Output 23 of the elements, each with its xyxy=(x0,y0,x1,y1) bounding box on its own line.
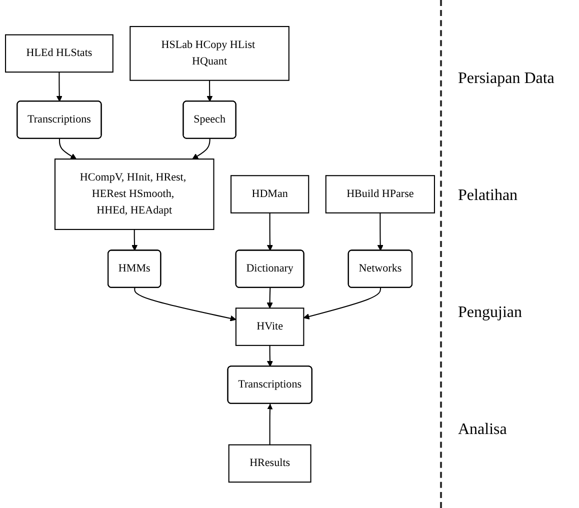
phase-label: Pelatihan xyxy=(457,186,519,204)
arrow xyxy=(134,287,236,322)
arrow xyxy=(377,212,384,250)
node-box: HDMan xyxy=(230,174,310,214)
arrow xyxy=(267,403,273,445)
arrow xyxy=(206,80,213,102)
arrow xyxy=(266,345,274,366)
arrow xyxy=(56,72,62,102)
arrow xyxy=(58,138,77,160)
node-box: HSLab HCopy HList HQuant xyxy=(130,26,290,81)
arrow xyxy=(303,287,382,320)
node-box: HBuild HParse xyxy=(325,174,435,214)
node-box: HResults xyxy=(228,444,312,482)
phase-label: Persiapan Data xyxy=(457,70,556,88)
node-box: HVite xyxy=(235,307,304,346)
phase-label: Analisa xyxy=(457,420,508,438)
phase-label: Pengujian xyxy=(457,304,523,322)
arrow xyxy=(192,138,210,160)
node-box: HLEd HLStats xyxy=(5,34,114,72)
arrow xyxy=(266,212,274,250)
arrow xyxy=(266,287,273,308)
arrow xyxy=(132,229,138,250)
node-box: HCompV, HInit, HRest, HERest HSmooth, HHEd, HEAdapt xyxy=(54,158,214,230)
